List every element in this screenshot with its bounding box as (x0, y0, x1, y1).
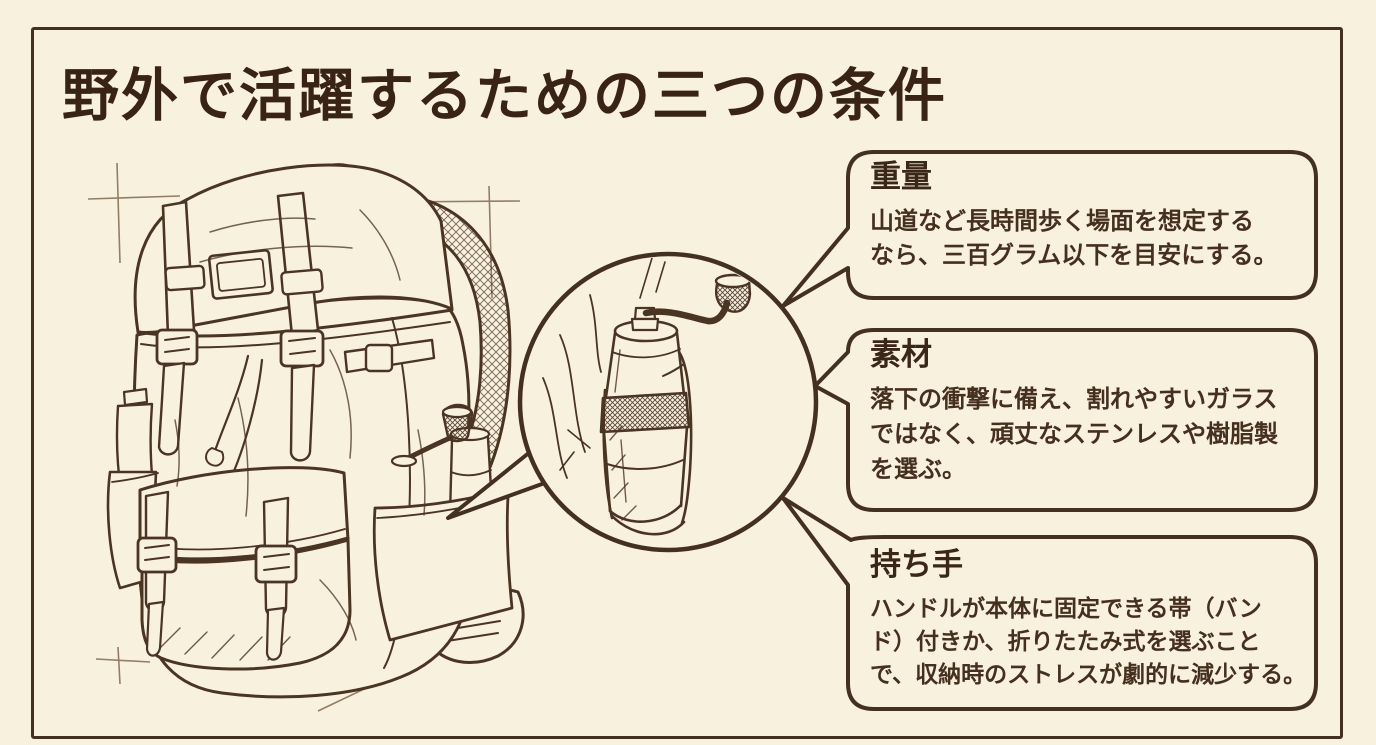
callout-material-heading: 素材 (870, 337, 932, 372)
callout-bubble-handle (781, 496, 1318, 711)
magnifier-circle (517, 251, 819, 553)
callout-handle-heading: 持ち手 (870, 547, 963, 582)
callout-bubbles (781, 150, 1318, 711)
callout-material: 素材 落下の衝撃に備え、割れやすいガラス ではなく、頑丈なステンレスや樹脂製 を… (870, 337, 1278, 487)
callout-handle: 持ち手 ハンドルが本体に固定できる帯（バン ド）付きか、折りたたみ式を選ぶこと … (870, 547, 1307, 691)
callout-weight-body: 山道など長時間歩く場面を想定する なら、三百グラム以下を目安にする。 (870, 208, 1278, 270)
callout-weight-heading: 重量 (870, 159, 932, 194)
callout-bubble-weight (781, 150, 1318, 308)
callout-handle-body: ハンドルが本体に固定できる帯（バン ド）付きか、折りたたみ式を選ぶこと で、収納… (870, 595, 1307, 688)
callout-material-body: 落下の衝撃に備え、割れやすいガラス ではなく、頑丈なステンレスや樹脂製 を選ぶ。 (870, 386, 1278, 484)
page-title: 野外で活躍するための三つの条件 (62, 65, 947, 128)
backpack-illustration (106, 163, 525, 699)
callout-bubble-material (813, 328, 1318, 512)
magnifier-pointer-wedge (446, 450, 544, 520)
callout-weight: 重量 山道など長時間歩く場面を想定する なら、三百グラム以下を目安にする。 (870, 159, 1278, 273)
